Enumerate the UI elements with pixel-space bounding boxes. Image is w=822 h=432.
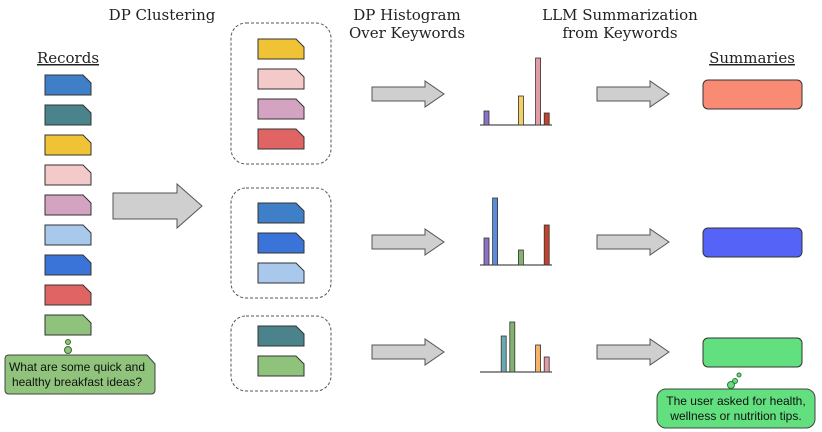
record-mauve xyxy=(44,194,92,216)
summary-bubble-line2: wellness or nutrition tips. xyxy=(669,409,801,423)
histogram-1-bar-k8 xyxy=(543,112,550,126)
histogram-1-bar-k7 xyxy=(535,57,541,126)
heading-dp-histogram: DP Histogram xyxy=(353,6,460,24)
summaries-label: Summaries xyxy=(709,49,795,67)
cluster-to-histogram-arrows xyxy=(371,80,445,366)
histogram-1-bar-k5 xyxy=(518,95,524,126)
record-teal xyxy=(44,104,92,126)
cluster-3-record-green xyxy=(257,355,305,377)
cluster-3-record-teal xyxy=(257,325,305,347)
cluster-arrow-2 xyxy=(371,228,445,256)
summary-bubble-dot-small xyxy=(736,372,742,378)
bubble-dot-small xyxy=(65,339,71,345)
cluster-2-record-royal_blue xyxy=(257,232,305,254)
heading-from-keywords: from Keywords xyxy=(562,24,677,42)
cluster-box-3 xyxy=(230,315,332,392)
cluster-1-record-red xyxy=(257,128,305,150)
record-blue xyxy=(44,74,92,96)
clusters xyxy=(230,22,332,392)
histogram-2-bar-k2 xyxy=(492,197,499,266)
heading-over-keywords: Over Keywords xyxy=(349,24,465,42)
summary-bubble-shape xyxy=(656,388,816,429)
cluster-1-record-mauve xyxy=(257,98,305,120)
cluster-arrow-1 xyxy=(371,80,445,108)
histogram-2-bar-k5 xyxy=(518,249,524,266)
record-speech-bubble: What are some quick and healthy breakfas… xyxy=(4,339,156,395)
cluster-1-record-yellow xyxy=(257,38,305,60)
summary-box-3 xyxy=(702,337,803,368)
record-red xyxy=(44,284,92,306)
bubble-dot-large xyxy=(64,346,72,354)
summary-box-1 xyxy=(702,79,803,110)
summary-arrow-3 xyxy=(596,338,670,366)
cluster-box-2 xyxy=(230,187,332,299)
cluster-box-1 xyxy=(230,22,332,165)
summary-arrow-2 xyxy=(596,228,670,256)
cluster-2-record-light_blue xyxy=(257,262,305,284)
cluster-2-record-blue xyxy=(257,202,305,224)
record-bubble-line2: healthy breakfast ideas? xyxy=(12,375,142,389)
heading-dp-clustering: DP Clustering xyxy=(109,6,216,24)
record-yellow xyxy=(44,134,92,156)
histogram-2-bar-k1 xyxy=(483,237,490,266)
records-column xyxy=(44,74,92,336)
histogram-3-bar-k4 xyxy=(509,321,516,373)
records-label: Records xyxy=(37,49,99,67)
record-pink xyxy=(44,164,92,186)
record-royal_blue xyxy=(44,254,92,276)
summary-bubble-line1: The user asked for health, xyxy=(666,394,805,408)
summary-arrow-1 xyxy=(596,80,670,108)
histogram-to-summary-arrows xyxy=(596,80,670,366)
summary-speech-bubble: The user asked for health, wellness or n… xyxy=(656,372,816,429)
cluster-1-record-pink xyxy=(257,68,305,90)
histogram-3-bar-k8 xyxy=(543,356,550,373)
record-bubble-line1: What are some quick and xyxy=(9,360,145,374)
record-bubble-shape xyxy=(4,354,156,395)
summaries-column xyxy=(702,79,803,368)
record-green xyxy=(44,314,92,336)
histograms xyxy=(480,57,552,373)
summary-box-2 xyxy=(702,227,803,258)
heading-llm-summarization: LLM Summarization xyxy=(542,6,698,24)
histogram-3-bar-k3 xyxy=(500,335,507,373)
histogram-1-bar-k1 xyxy=(483,110,490,126)
record-light_blue xyxy=(44,224,92,246)
cluster-arrow-3 xyxy=(371,338,445,366)
summary-bubble-dot-large xyxy=(727,381,735,389)
histogram-2-bar-k8 xyxy=(543,224,550,266)
records-to-clusters-arrow xyxy=(112,182,203,230)
histogram-3-bar-k7 xyxy=(535,344,541,373)
